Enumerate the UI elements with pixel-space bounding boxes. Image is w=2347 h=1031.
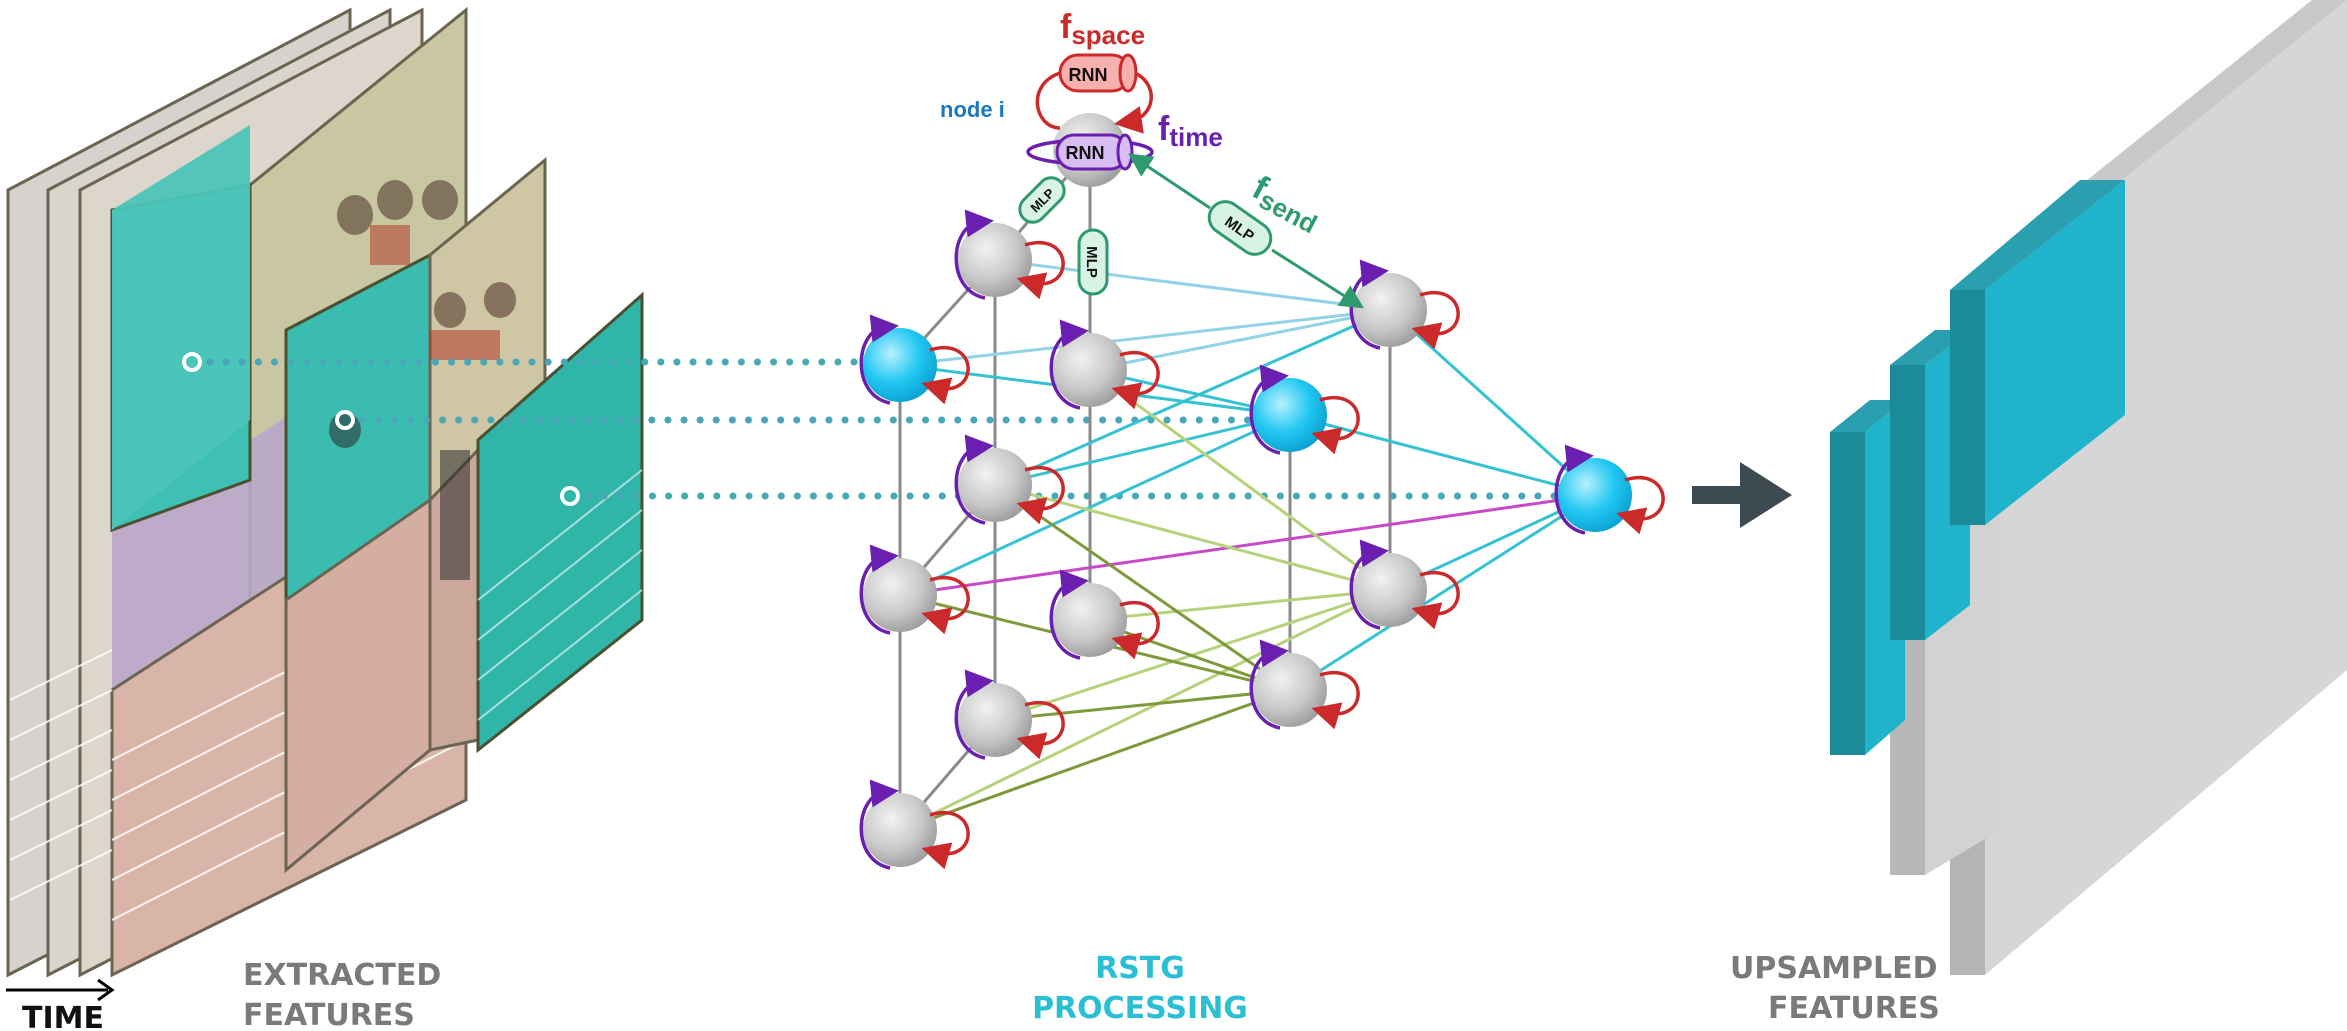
feature-point-3 (560, 486, 580, 506)
upsampled-panel-small-top (1830, 400, 1905, 432)
feature-point-2 (335, 410, 355, 430)
node-gray (1353, 273, 1427, 347)
upsampled-caption-line2: FEATURES (1768, 991, 1940, 1026)
f-time-main: f (1158, 110, 1170, 148)
rstg-caption-line1: RSTG (1095, 951, 1185, 986)
rnn-space-module: RNN (1058, 53, 1138, 93)
upsampled-panel-large (1985, 0, 2347, 975)
feature-markers (182, 352, 580, 506)
extracted-caption-line1: EXTRACTED (243, 958, 441, 993)
upsampled-large-cyan-top (1950, 180, 2125, 290)
node-gray (958, 683, 1032, 757)
athlete-silhouettes (329, 180, 516, 580)
mlp-module-b: MLP (1077, 228, 1109, 296)
node-gray (1353, 553, 1427, 627)
time-label: TIME (22, 1001, 104, 1031)
send-arrow-from-node (1271, 248, 1365, 309)
mlp-send-module: MLP (1207, 200, 1273, 256)
node-gray (1053, 583, 1127, 657)
node-gray (1053, 333, 1127, 407)
extracted-caption-line2: FEATURES (243, 998, 415, 1031)
node-gray (863, 793, 937, 867)
feature-point-1 (182, 352, 202, 372)
f-space-sub: space (1071, 20, 1145, 50)
node-active (1253, 378, 1327, 452)
upsampled-panel-small-side (1830, 432, 1865, 755)
space-loops (921, 241, 1665, 870)
rnn-time-module: RNN (1026, 133, 1154, 171)
magenta-edge (899, 493, 1596, 597)
rnn-space-label: RNN (1069, 65, 1108, 85)
upsampled-mid-cyan-side (1890, 365, 1925, 640)
upsampled-large-cyan-face (1985, 180, 2125, 525)
olive-edges (899, 483, 1291, 832)
node-gray (1253, 653, 1327, 727)
node-gray (958, 448, 1032, 522)
projection-lines (206, 358, 1564, 500)
rnn-time-label: RNN (1066, 143, 1105, 163)
upsampled-large-cyan-side (1950, 290, 1985, 525)
output-arrow-icon (1692, 462, 1792, 528)
node-i-label: node i (940, 97, 1005, 122)
frame-front-most (476, 291, 644, 754)
f-time-sub: time (1169, 122, 1222, 152)
space-loop-return (1114, 71, 1153, 134)
f-space-label: fspace (1060, 8, 1145, 50)
mlp-b-label: MLP (1083, 246, 1100, 278)
front-frame-stripes (477, 469, 643, 721)
node-active (1558, 458, 1632, 532)
upsampled-features-stack (1830, 0, 2347, 975)
mlp-module-a: MLP (1018, 176, 1066, 224)
space-loop-main (1035, 71, 1061, 130)
lightblue-edges (899, 258, 1391, 372)
rstg-graph: RNN RNN MLP MLP MLP fspace (859, 8, 1665, 870)
upsampled-caption-line1: UPSAMPLED (1730, 951, 1938, 986)
time-arrowhead-icon (97, 978, 115, 1002)
node-gray (958, 223, 1032, 297)
rstg-caption-line2: PROCESSING (1032, 991, 1248, 1026)
f-space-main: f (1060, 8, 1072, 46)
send-arrow-in (1128, 153, 1211, 210)
node-gray (863, 558, 937, 632)
time-loops (859, 209, 1594, 870)
f-time-label: ftime (1158, 110, 1223, 152)
frame-front-top-left-teal (112, 125, 250, 530)
node-active (863, 328, 937, 402)
extracted-features-stack: TIME (6, 6, 644, 1031)
